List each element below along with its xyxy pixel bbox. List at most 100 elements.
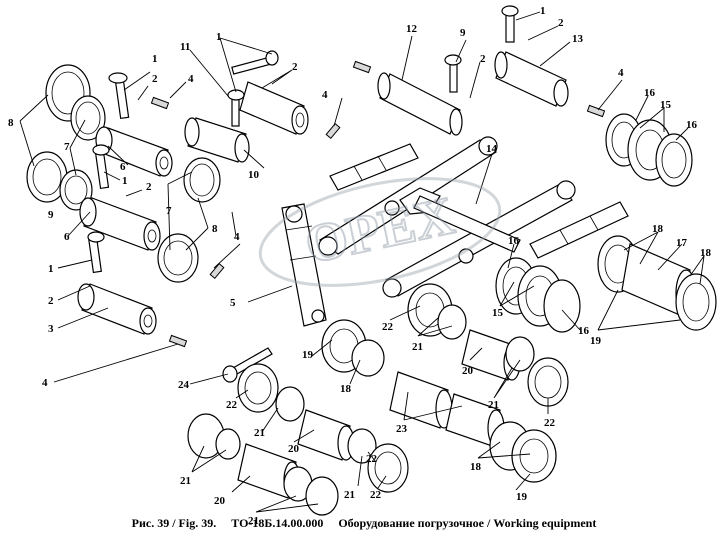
callout-22-center-b: 22 (544, 417, 556, 429)
callout-20-bottom: 20 (214, 495, 226, 507)
bushing-6-lower (79, 197, 161, 251)
callout-21-lower-left-b: 21 (344, 489, 355, 501)
callout-2-top-right-center: 2 (480, 53, 486, 65)
callout-4-top-right: 4 (618, 67, 624, 79)
callout-1-top-center: 1 (216, 31, 222, 43)
callout-20-lower-left: 20 (288, 443, 300, 455)
grease-fitting-4-b (209, 263, 225, 279)
seal-16-middle-b (543, 279, 581, 333)
callout-12: 12 (406, 23, 418, 35)
bushing-3 (77, 283, 157, 335)
bushing-23-a (389, 371, 453, 429)
grease-fitting-4-a (150, 96, 170, 110)
pin-24 (222, 347, 273, 383)
callout-21-center-a: 21 (412, 341, 423, 353)
rocker-5 (281, 203, 327, 327)
callout-21-bottom-right: 21 (248, 515, 259, 527)
callout-2-upper-left: 2 (152, 73, 158, 85)
callout-16-middle-a: 16 (508, 235, 520, 247)
cylinder-lower-right (529, 201, 629, 259)
seal-19-lower (511, 429, 557, 483)
bushing-10 (184, 117, 250, 163)
ring-8-lower-left (26, 151, 68, 203)
callout-21-bottom-left: 21 (180, 475, 191, 487)
callout-14: 14 (486, 143, 498, 155)
callout-22-lower-left-c: 22 (370, 489, 382, 501)
seal-16-upper-b (655, 133, 693, 187)
callout-17: 17 (676, 237, 688, 249)
seal-22-lower-left-a (237, 363, 279, 413)
pin-1-top-center (227, 89, 245, 127)
ring-21-bottom-left-b (215, 428, 241, 460)
callout-22-lower-left-b: 22 (366, 453, 378, 465)
callout-22-center-a: 22 (382, 321, 394, 333)
callout-10: 10 (248, 169, 260, 181)
ring-21-center-b (505, 336, 535, 372)
ring-21-bottom-right-b (305, 476, 339, 516)
pin-1-upper-left (108, 72, 130, 120)
ring-22-lower-left-b (347, 428, 377, 464)
callout-13: 13 (572, 33, 584, 45)
callout-18-right-a: 18 (652, 223, 664, 235)
callout-1-lower-left: 1 (48, 263, 54, 275)
callout-6-upper: 6 (120, 161, 126, 173)
callout-8-center: 8 (212, 223, 218, 235)
boom-14 (318, 136, 576, 298)
callout-19-right: 19 (590, 335, 602, 347)
callout-7-center: 7 (166, 205, 172, 217)
callout-18-right-b: 18 (700, 247, 712, 259)
grease-fitting-4-d (325, 123, 341, 139)
callout-20-center: 20 (462, 365, 474, 377)
opex-watermark: OPEX (258, 177, 502, 287)
callout-4-top-center: 4 (322, 89, 328, 101)
callout-1-top-right: 1 (540, 5, 546, 17)
callout-18-center: 18 (340, 383, 352, 395)
pin-9-top (444, 54, 462, 93)
callout-7-left: 7 (64, 141, 70, 153)
callout-22-lower-left-a: 22 (226, 399, 238, 411)
pin-1-lower-left (87, 231, 105, 274)
callout-16-middle-b: 16 (578, 325, 590, 337)
callout-19-center: 19 (302, 349, 314, 361)
pin-12 (377, 72, 463, 136)
callout-19-lower: 19 (516, 491, 528, 503)
callout-3: 3 (48, 323, 54, 335)
ring-18-center (351, 339, 385, 377)
callout-1-middle-left: 1 (122, 175, 128, 187)
callout-4-lower-left: 4 (42, 377, 48, 389)
callout-2-lower-left: 2 (48, 295, 54, 307)
caption-drawing-code: ТО-18Б.14.00.000 (231, 516, 324, 530)
callout-2-top-center: 2 (292, 61, 298, 73)
callout-16-upper-b: 16 (686, 119, 698, 131)
pin-1-middle-left (92, 144, 110, 190)
caption-title: Оборудование погрузочное / Working equip… (338, 516, 597, 530)
callout-4-upper-left: 4 (188, 73, 194, 85)
callout-23: 23 (396, 423, 408, 435)
pin-13 (494, 51, 569, 107)
callout-2-middle-left: 2 (146, 181, 152, 193)
bushing-20-lower-left (297, 409, 355, 461)
callout-21-lower-left-a: 21 (254, 427, 265, 439)
callout-labels: 8 7 1 2 4 6 1 2 9 6 7 8 4 1 2 3 4 1 11 2… (8, 5, 712, 527)
callout-24: 24 (178, 379, 190, 391)
callout-1-upper-left: 1 (152, 53, 158, 65)
callout-15-upper: 15 (660, 99, 672, 111)
seal-22-lower-left-c (367, 443, 409, 493)
cylinder-upper (329, 143, 419, 191)
grease-fitting-4-c (168, 334, 188, 348)
pin-1-top-right (501, 5, 519, 43)
grease-fitting-4-e (352, 60, 372, 74)
ring-7-center (183, 157, 221, 203)
callout-4-center: 4 (234, 231, 240, 243)
callout-15-middle: 15 (492, 307, 504, 319)
ring-21-lower-left-a (275, 386, 305, 422)
ring-7-upper-left (70, 95, 106, 141)
callout-18-lower: 18 (470, 461, 482, 473)
bushing-upper-center (239, 81, 309, 135)
callout-8-left: 8 (8, 117, 14, 129)
ring-8-center (157, 233, 199, 283)
callout-21-center-b: 21 (488, 399, 499, 411)
callout-5: 5 (230, 297, 236, 309)
seal-18-right-b (675, 273, 717, 331)
